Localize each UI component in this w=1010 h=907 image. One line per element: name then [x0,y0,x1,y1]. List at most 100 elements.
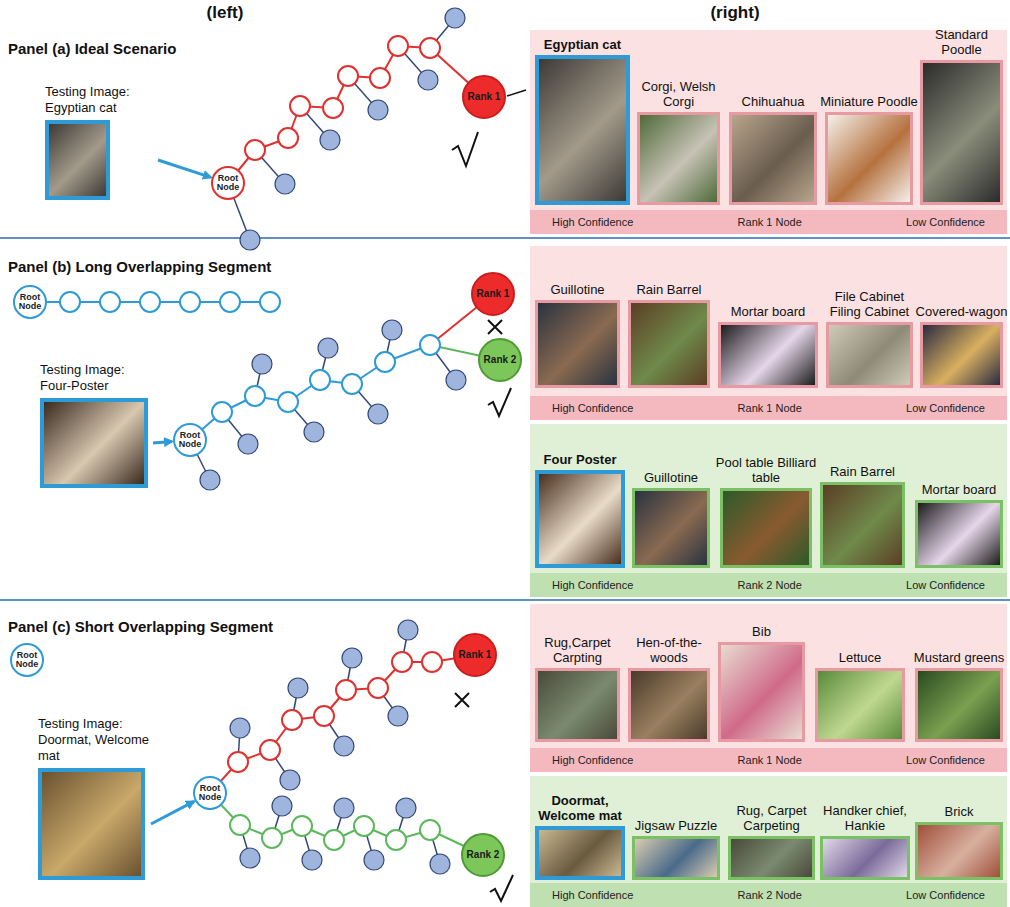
path-circle [310,370,330,390]
ranked-image: Chihuahua [729,94,817,205]
testing-image: Testing Image: Doormat, Welcome mat [38,716,150,880]
ranked-image: Rug,Carpet Carpting [535,635,620,742]
leaf-circle [240,230,260,250]
band-label: Rank 2 Node [738,579,802,591]
path-circle [392,652,412,672]
test-frame [40,398,148,488]
ranked-image: Hen-of-the-woods [628,635,710,742]
ranked-image: Rug, Carpet Carpeting [728,803,815,880]
path-circle [388,36,408,56]
band-label: Rank 1 Node [738,216,802,228]
confidence-band: High ConfidenceRank 2 NodeLow Confidence… [530,424,1007,597]
ranked-image: Guillotine [632,470,710,568]
ranked-image: Mortar board [718,304,818,388]
input-arrow [153,441,172,443]
path-circle [228,752,248,772]
testing-image: Testing Image: Egyptian cat [45,84,157,200]
image-frame [825,112,913,205]
image-label: Lettuce [810,650,910,665]
path-circle [212,402,232,422]
ranked-image: Brick [915,804,1003,880]
leaf-circle [398,620,418,640]
leaf-circle [238,434,258,454]
leaf-circle [275,174,295,194]
leaf-circle [288,678,308,698]
rank-node: Rank 1 [453,633,497,677]
image-frame [535,668,620,742]
image-frame [535,55,630,205]
band-strip: High ConfidenceRank 2 NodeLow Confidence [530,573,1007,597]
leaf-circle [318,338,338,358]
image-frame [718,642,805,742]
ranked-image: Covered-wagon [920,304,1003,388]
root-node: Root Node [211,166,245,200]
tree-group [190,8,500,874]
image-label: Rain Barrel [623,282,715,297]
confidence-band: High ConfidenceRank 1 NodeLow Confidence… [530,604,1007,772]
image-frame [728,836,815,880]
chain-circle [100,292,120,312]
panel-divider [0,599,1010,601]
path-circle [245,140,265,160]
band-label: Low Confidence [906,754,985,766]
leaf-circle [368,404,388,424]
path-circle [262,828,282,848]
image-frame [920,322,1003,388]
image-frame [628,300,710,388]
leaf-circle [396,798,416,818]
image-label: Mortar board [713,304,823,319]
leaf-circle [334,736,354,756]
image-label: Egyptian cat [530,37,635,52]
path-circle [278,392,298,412]
image-frame [826,322,913,388]
node-label: Root Node [195,784,225,803]
leaf-circle [368,100,388,120]
ranked-image: Guillotine [535,282,620,388]
image-frame [535,826,625,880]
leaf-circle [446,370,466,390]
overlap-chain [30,292,280,312]
leaf-circle [302,850,322,870]
image-frame [820,482,905,568]
path-circle [323,98,343,118]
node-label: Rank 1 [468,92,501,103]
image-label: Guillotine [627,470,715,485]
leaf-circle [280,770,300,790]
leaf-circle [430,854,450,874]
leaf-circle [230,718,250,738]
path-circle [420,335,440,355]
image-label: Standard Poodle [915,27,1008,57]
input-arrow [151,801,194,824]
leaf-circle [272,796,292,816]
image-frame [920,60,1003,205]
path-circle [338,66,358,86]
testing-label: Testing Image: Doormat, Welcome mat [38,716,150,764]
root-node: Root Node [173,423,207,457]
leaf-circle [388,706,408,726]
chain-circle [180,292,200,312]
ranked-image: Miniature Poodle [825,94,913,205]
image-label: Rain Barrel [815,464,910,479]
node-label: Rank 1 [477,289,510,300]
ranked-image: Rain Barrel [820,464,905,568]
leaf-circle [304,422,324,442]
testing-label: Testing Image: Four-Poster [40,362,152,394]
image-label: File Cabinet Filing Cabinet [821,289,918,319]
band-label: Rank 1 Node [738,402,802,414]
rank-node: Rank 1 [462,75,506,119]
ranked-image: Pool table Billiard table [720,455,812,568]
image-label: Rug,Carpet Carpting [530,635,625,665]
band-label: High Confidence [552,216,633,228]
testing-label: Testing Image: Egyptian cat [45,84,157,116]
path-circle [324,830,344,850]
image-frame [718,322,818,388]
image-label: Bib [713,624,810,639]
leaf-circle [342,648,362,668]
path-circle [260,740,280,760]
band-label: Low Confidence [906,579,985,591]
band-strip: High ConfidenceRank 1 NodeLow Confidence [530,210,1007,234]
node-label: Root Node [175,431,205,450]
ranked-image: Rain Barrel [628,282,710,388]
